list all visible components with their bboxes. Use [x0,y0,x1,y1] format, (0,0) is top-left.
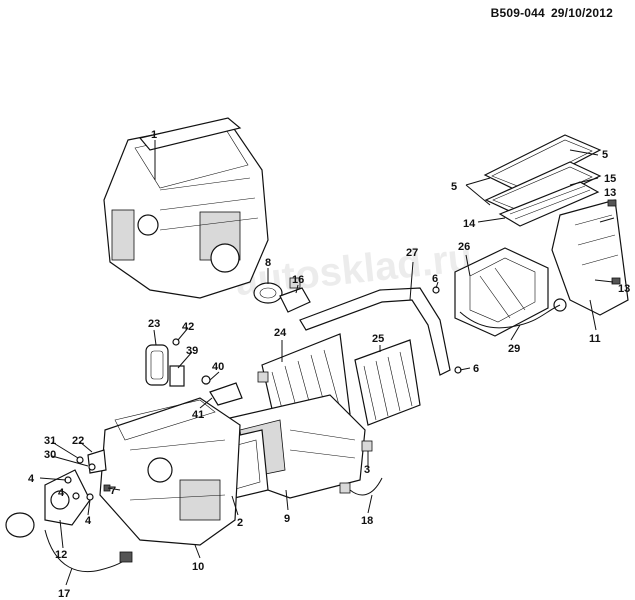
part-25-heater-core [354,339,421,426]
callout-6-lower: 6 [473,363,479,375]
callout-23: 23 [148,318,160,330]
callout-24: 24 [274,327,287,339]
part-17-wire-harness [44,529,133,573]
diagram-header: B509-044 29/10/2012 [491,6,613,20]
part-26-blower-frame [454,247,549,337]
callout-13-lower: 13 [618,283,630,295]
part-8-seal [253,282,283,304]
callout-41: 41 [192,409,204,421]
callout-39: 39 [186,345,198,357]
callout-30: 30 [44,449,56,461]
callout-4-lower: 4 [85,515,92,527]
part-1-upper-housing [103,117,269,299]
part-23-seal [145,344,169,386]
callout-4-mid: 4 [58,487,65,499]
part-4-screws [64,476,94,501]
part-12-actuator-motor [5,469,91,538]
callout-8: 8 [265,257,271,269]
part-6-screws [432,286,462,374]
part-16-actuator [279,277,311,313]
callout-13-upper: 13 [604,187,616,199]
part-14-filter-cover [498,181,600,227]
callout-18: 18 [361,515,373,527]
callout-40: 40 [212,361,224,373]
part-10-distribution-housing [99,397,241,546]
callout-29: 29 [508,343,520,355]
part-42-oring [172,338,180,346]
callout-22: 22 [72,435,84,447]
callout-10: 10 [192,561,204,573]
callout-14: 14 [463,218,476,230]
part-13-clips [607,199,621,285]
callout-16: 16 [292,274,304,286]
part-40-fitting [201,375,211,385]
callout-31: 31 [44,435,56,447]
part-39-expansion-valve [169,365,185,387]
callout-5-left: 5 [451,181,457,193]
callout-42: 42 [182,321,194,333]
callout-15: 15 [604,173,616,185]
callout-3: 3 [364,464,370,476]
part-27-duct [299,287,451,376]
callout-25: 25 [372,333,384,345]
callout-1: 1 [151,129,157,141]
part-41-bracket [209,382,243,406]
part-18-sensor-wire [339,477,383,496]
callout-labels: 1 2 3 4 4 4 5 5 6 6 7 8 9 10 11 12 13 13… [28,129,630,600]
callout-7: 7 [110,485,116,497]
callout-26: 26 [458,241,470,253]
part-30-31-screws [76,456,96,471]
callout-11: 11 [589,333,601,345]
leader-lines [39,140,615,586]
callout-9: 9 [284,513,290,525]
callout-6-upper: 6 [432,273,438,285]
callout-2: 2 [237,517,243,529]
diagram-code: B509-044 [490,6,545,20]
part-3-sensor [361,440,373,452]
callout-4-left: 4 [28,473,35,485]
part-5-gasket-frames [483,134,602,216]
part-11-blower-housing [551,199,629,316]
diagram-date: 29/10/2012 [550,6,613,20]
callout-17: 17 [58,588,70,600]
callout-5-upper: 5 [602,149,608,161]
callout-27: 27 [406,247,418,259]
callout-12: 12 [55,549,67,561]
